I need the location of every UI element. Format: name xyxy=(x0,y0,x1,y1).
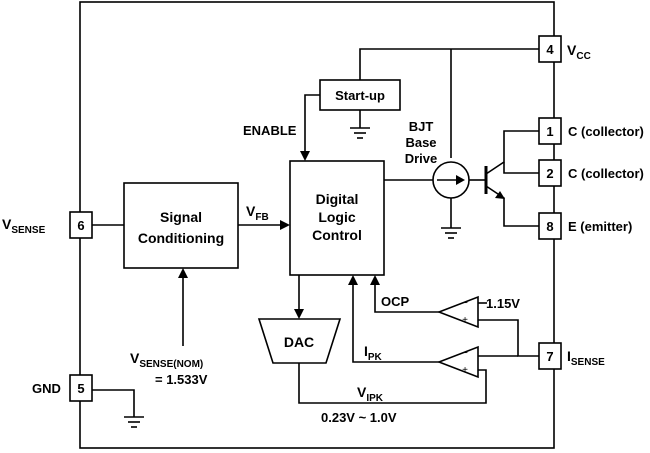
signal-conditioning-block: Signal Conditioning xyxy=(123,182,239,269)
bjt-transistor-icon xyxy=(484,130,539,227)
pin-6-label: VSENSE xyxy=(2,216,46,236)
pin-4-label: VCC xyxy=(567,42,591,62)
svg-text:Start-up: Start-up xyxy=(335,88,385,103)
pin-5-gnd: 5 GND xyxy=(32,374,93,402)
svg-text:−: − xyxy=(462,348,468,359)
ocp-label: OCP xyxy=(381,294,410,309)
ipk-label: IPK xyxy=(364,343,383,363)
ocp-wire xyxy=(370,275,439,313)
pin-2-number: 2 xyxy=(546,166,553,181)
bjt-label-2: Base xyxy=(405,135,436,150)
digital-logic-control-block: Digital Logic Control xyxy=(289,160,385,276)
pin-8-emitter: 8 E (emitter) xyxy=(538,212,632,240)
pin-8-label: E (emitter) xyxy=(568,219,632,234)
pin-1-collector: 1 C (collector) xyxy=(538,117,644,145)
vsense-nom-value: = 1.533V xyxy=(155,372,208,387)
startup-block: Start-up xyxy=(319,79,401,111)
svg-text:+: + xyxy=(462,365,468,376)
pin-5-number: 5 xyxy=(77,381,84,396)
svg-text:−: − xyxy=(462,298,468,309)
bjt-label-3: Drive xyxy=(405,151,438,166)
gnd-wire xyxy=(92,389,135,417)
pin-7-number: 7 xyxy=(546,349,553,364)
pin-1-number: 1 xyxy=(546,124,553,139)
pin-6-number: 6 xyxy=(77,218,84,233)
startup-ground-icon xyxy=(350,127,370,139)
pin-2-collector: 2 C (collector) xyxy=(538,159,644,187)
vipk-wire xyxy=(298,363,487,404)
svg-text:DAC: DAC xyxy=(284,334,314,350)
svg-text:+: + xyxy=(462,315,468,326)
pin-4-vcc: 4 VCC xyxy=(538,35,591,63)
pin-4-number: 4 xyxy=(546,42,554,57)
pin-7-label: ISENSE xyxy=(567,348,605,368)
enable-label: ENABLE xyxy=(243,123,297,138)
pin-1-label: C (collector) xyxy=(568,124,644,139)
ipk-wire xyxy=(348,275,439,363)
svg-text:Signal: Signal xyxy=(160,209,202,225)
isense-wire xyxy=(478,319,539,357)
pin-8-number: 8 xyxy=(546,219,553,234)
vipk-range: 0.23V ~ 1.0V xyxy=(321,410,397,425)
vsense-nom-label: VSENSE(NOM) xyxy=(130,350,203,370)
vfb-label: VFB xyxy=(246,203,269,223)
ref-voltage-label: 1.15V xyxy=(486,296,520,311)
pin-6-vsense: 6 VSENSE xyxy=(2,211,93,239)
drive-ground-icon xyxy=(441,227,461,239)
svg-text:Control: Control xyxy=(312,227,362,243)
base-drive-source-icon xyxy=(432,161,470,199)
ocp-comparator-icon: − + xyxy=(436,295,479,329)
svg-text:Conditioning: Conditioning xyxy=(138,230,224,246)
pin-7-isense: 7 ISENSE xyxy=(538,342,605,370)
vcc-rail xyxy=(359,48,539,80)
dac-block: DAC xyxy=(257,318,342,364)
pin-2-label: C (collector) xyxy=(568,166,644,181)
vipk-label: VIPK xyxy=(357,384,384,404)
pin-5-label: GND xyxy=(32,381,61,396)
pin5-ground-icon xyxy=(124,416,144,428)
svg-text:Logic: Logic xyxy=(318,209,356,225)
svg-text:Digital: Digital xyxy=(316,191,359,207)
bjt-label-1: BJT xyxy=(409,119,434,134)
ipk-comparator-icon: − + xyxy=(436,345,479,379)
enable-wire xyxy=(300,94,320,161)
